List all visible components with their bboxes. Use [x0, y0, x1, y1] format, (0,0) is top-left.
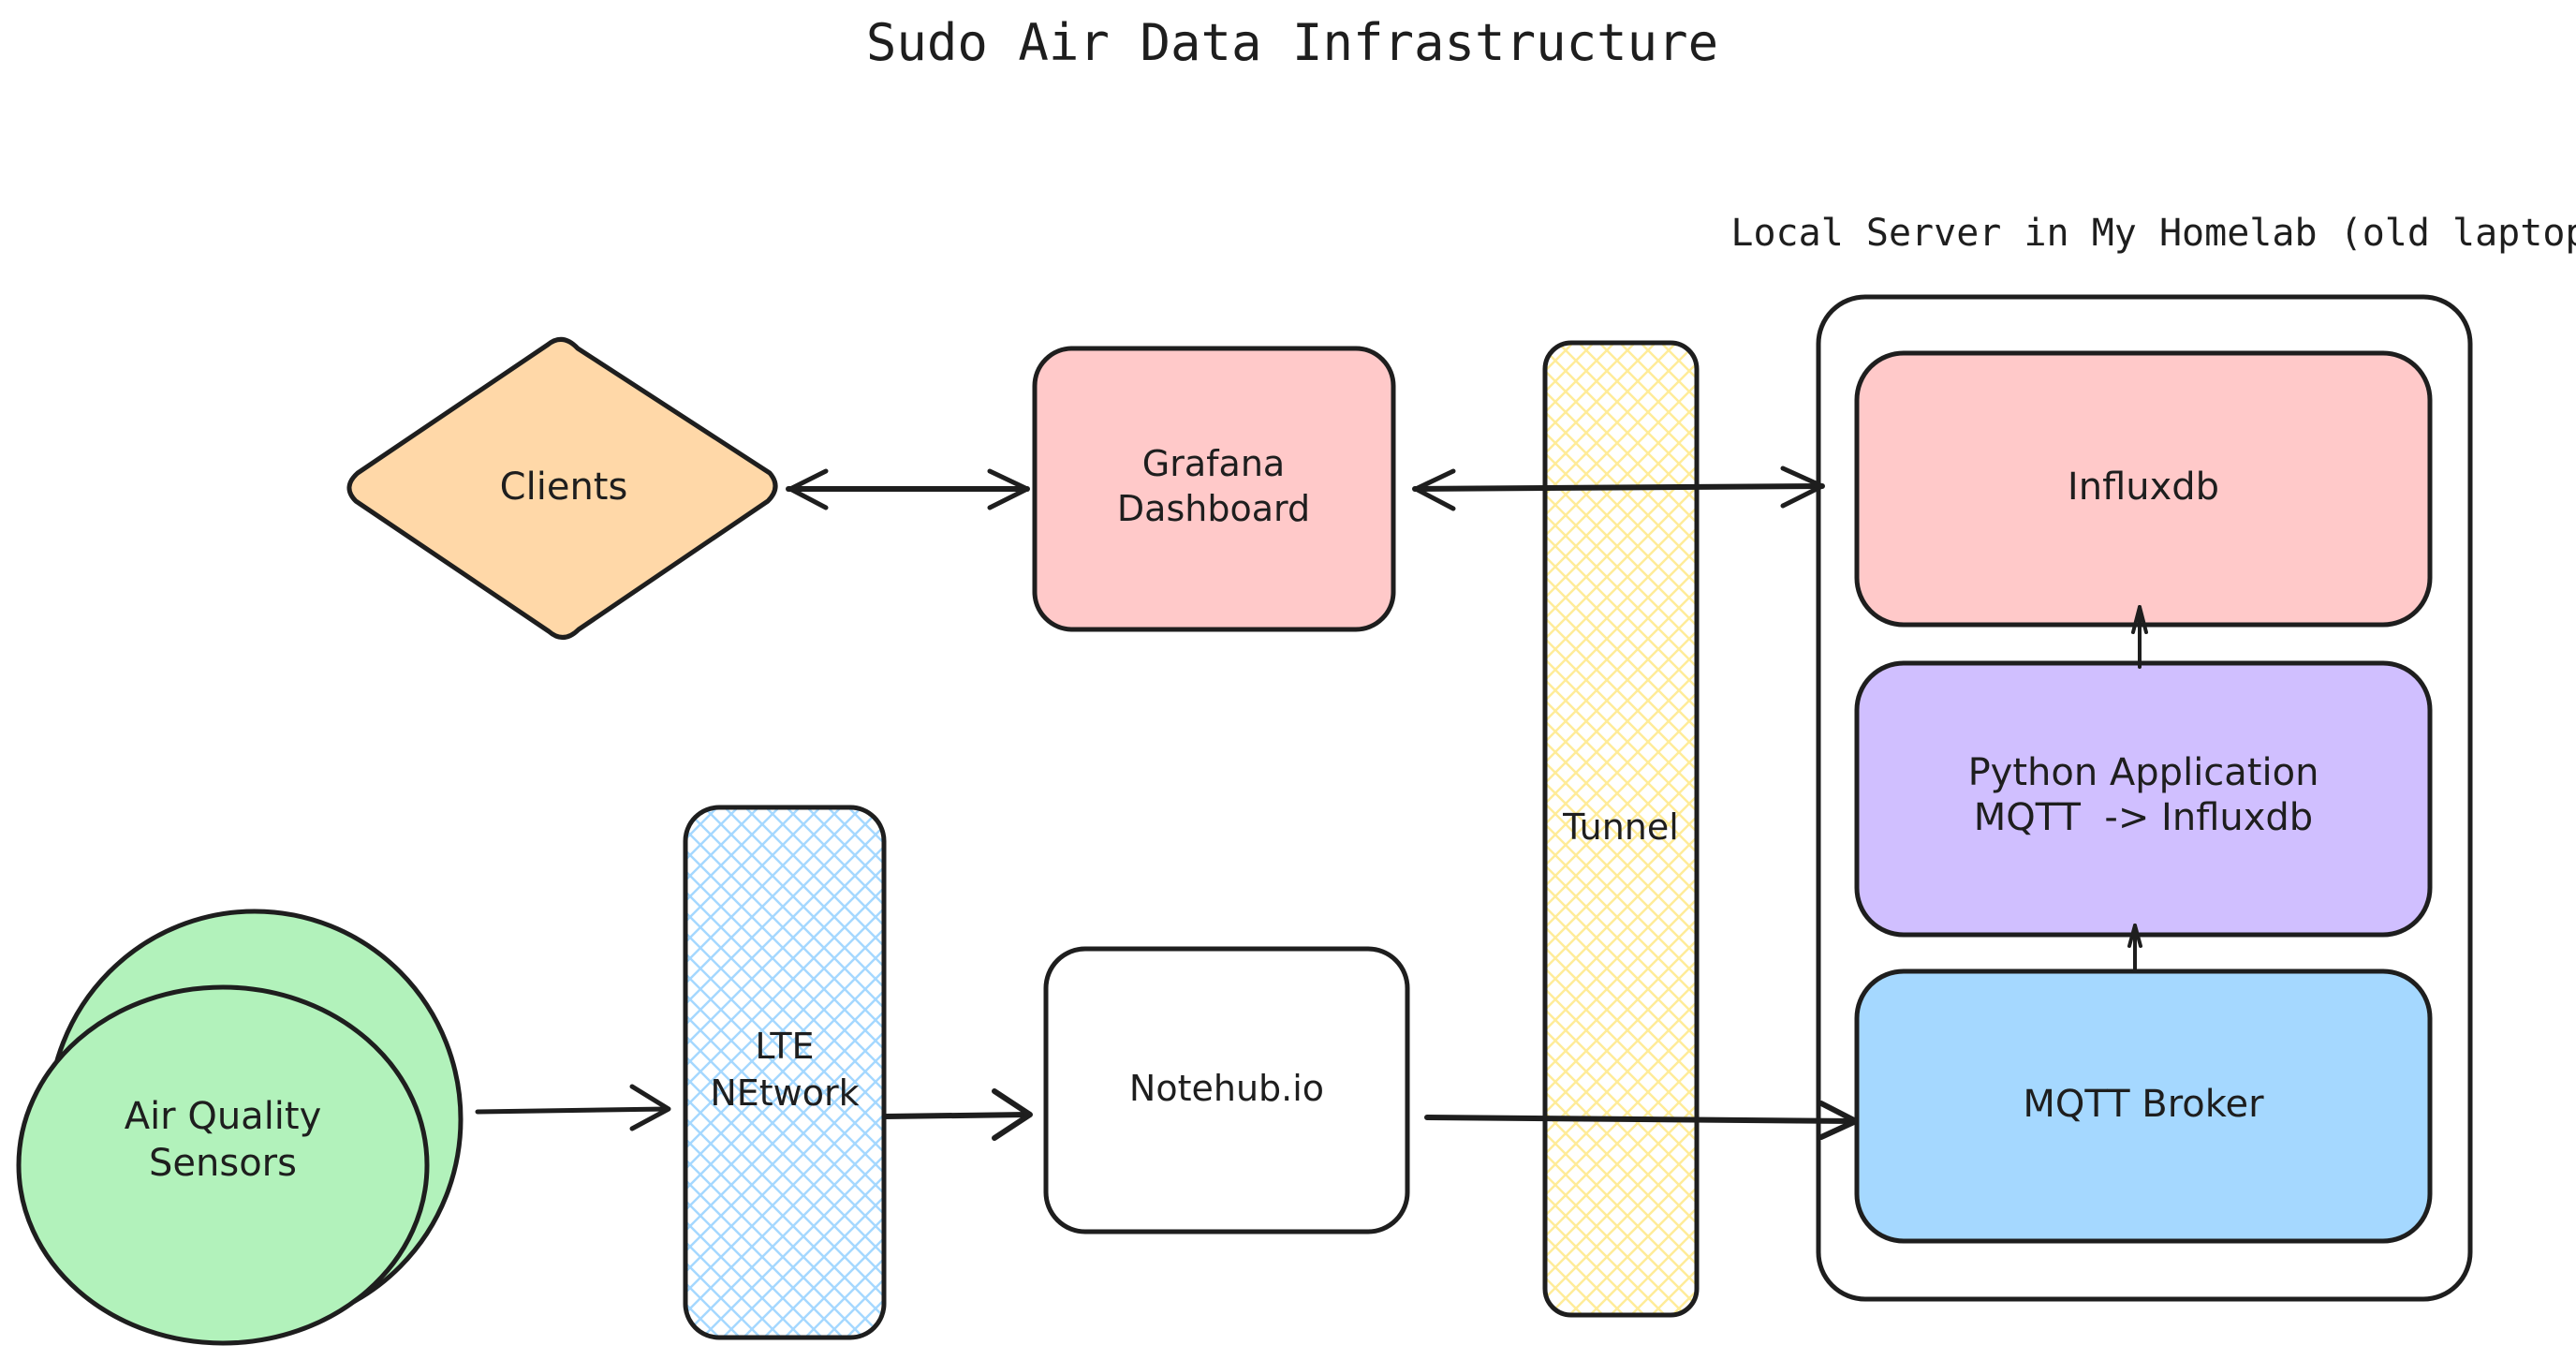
edge-line [882, 1112, 1030, 1119]
node-tunnel[interactable]: Tunnel [1542, 340, 1700, 1318]
mqtt-broker-label: MQTT Broker [2023, 1083, 2264, 1126]
node-influxdb[interactable]: Influxdb [1854, 350, 2433, 628]
node-lte-network[interactable]: LTE NEtwork [683, 805, 887, 1340]
node-grafana-dashboard[interactable]: Grafana Dashboard [1032, 346, 1396, 632]
python-app-shape [1854, 660, 2433, 938]
edge-sensors-to-lte[interactable] [475, 1084, 671, 1131]
arrowhead-icon [992, 1088, 1033, 1141]
grafana-label-line-2: Dashboard [1117, 488, 1310, 529]
edge-clients-grafana[interactable] [786, 468, 1030, 510]
arrowhead-right-icon [1780, 466, 1825, 509]
edge-line [1424, 1115, 1857, 1124]
arrowhead-icon [629, 1084, 671, 1131]
clients-label: Clients [500, 466, 628, 509]
sensors-front-circle [16, 984, 430, 1346]
node-air-quality-sensors[interactable]: Air Quality Sensors [16, 909, 464, 1346]
local-server-group-label: Local Server in My Homelab (old laptop) [1730, 212, 2576, 255]
edge-lte-to-notehub[interactable] [882, 1088, 1033, 1141]
node-clients[interactable]: Clients [346, 336, 778, 640]
arrowhead-left-icon [788, 468, 829, 510]
arrowhead-right-icon [987, 468, 1030, 510]
edge-mqtt-to-python[interactable] [2127, 924, 2142, 973]
edges [475, 466, 2148, 1141]
edge-grafana-influxdb[interactable] [1412, 466, 1825, 511]
node-python-application[interactable]: Python Application MQTT -> Influxdb [1854, 660, 2433, 938]
notehub-shape [1043, 946, 1410, 1234]
arrowhead-icon [2127, 924, 2142, 948]
sensors-label-line-2: Sensors [149, 1142, 297, 1185]
grafana-shape [1032, 346, 1396, 632]
arrowhead-icon [2131, 605, 2148, 634]
grafana-label-line-1: Grafana [1142, 443, 1285, 484]
edge-line [1412, 483, 1825, 492]
notehub-label: Notehub.io [1129, 1068, 1324, 1109]
mqtt-broker-shape [1854, 968, 2433, 1244]
arrowhead-left-icon [1413, 468, 1456, 511]
edge-notehub-to-mqtt[interactable] [1424, 1101, 1859, 1140]
python-app-label-line-1: Python Application [1968, 751, 2319, 794]
lte-label-line-1: LTE [755, 1026, 814, 1067]
tunnel-label: Tunnel [1562, 806, 1679, 848]
python-app-label-line-2: MQTT -> Influxdb [1974, 796, 2313, 839]
lte-label-line-2: NEtwork [710, 1072, 859, 1114]
edge-python-to-influxdb[interactable] [2131, 605, 2148, 669]
clients-diamond-shape [346, 336, 778, 640]
lte-shape [683, 805, 887, 1340]
node-notehub[interactable]: Notehub.io [1043, 946, 1410, 1234]
node-mqtt-broker[interactable]: MQTT Broker [1854, 968, 2433, 1244]
sensors-label-line-1: Air Quality [125, 1095, 322, 1138]
edge-line [475, 1106, 670, 1115]
arrowhead-icon [1818, 1101, 1859, 1140]
diagram-title: Sudo Air Data Infrastructure [866, 13, 1718, 72]
local-server-container[interactable] [1816, 294, 2473, 1302]
tunnel-shape [1542, 340, 1700, 1318]
influxdb-label: Influxdb [2068, 466, 2219, 509]
